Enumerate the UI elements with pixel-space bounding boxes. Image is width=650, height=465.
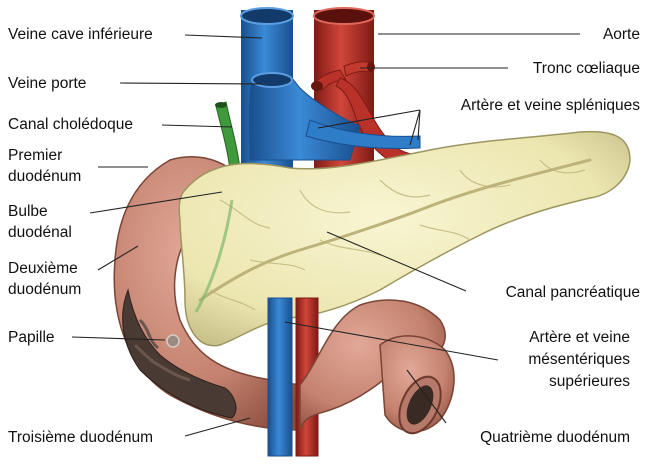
- leader-veine-cave: [184, 34, 263, 39]
- leader-spleniques-1: [317, 109, 421, 129]
- leader-papille: [71, 336, 166, 341]
- leader-deuxieme: [97, 245, 139, 271]
- celiac-branch-opening: [367, 62, 375, 72]
- leader-troisieme: [184, 417, 251, 437]
- celiac-branch: [343, 61, 373, 77]
- leader-canal-pancreatique: [326, 231, 467, 292]
- leader-spleniques-2: [409, 109, 421, 146]
- duodenum-lumen: [122, 288, 237, 419]
- label-veine-porte: Veine porte: [8, 75, 86, 92]
- label-deuxieme-2: duodénum: [8, 281, 81, 298]
- leader-spleniques-3: [417, 109, 421, 141]
- pancreas-texture: [209, 159, 586, 311]
- duodenum-lower: [299, 299, 455, 435]
- leader-mesenteriques: [284, 321, 499, 361]
- papilla: [166, 334, 180, 348]
- duodenum-folds: [133, 318, 191, 382]
- celiac-trunk-opening: [311, 81, 323, 91]
- pancreas: [178, 130, 631, 347]
- label-quatrieme: Quatrième duodénum: [480, 429, 630, 446]
- label-mesenteriques-3: supérieures: [549, 373, 630, 390]
- label-troisieme: Troisième duodénum: [8, 429, 153, 446]
- label-papille: Papille: [8, 329, 55, 346]
- leader-bulbe: [89, 191, 223, 214]
- common-bile-duct-opening: [215, 102, 227, 108]
- portal-vein-opening: [251, 72, 293, 88]
- leader-veine-porte: [119, 82, 263, 85]
- splenic-vein: [305, 119, 421, 149]
- label-veine-cave: Veine cave inférieure: [8, 26, 153, 43]
- labels: Veine cave inférieure Aorte Veine porte …: [8, 26, 640, 446]
- label-premier-duodenum-1: Premier: [8, 147, 62, 164]
- superior-mesenteric-vein: [267, 297, 293, 457]
- label-canal-pancreatique: Canal pancréatique: [506, 284, 640, 301]
- label-bulbe-1: Bulbe: [8, 203, 48, 220]
- label-mesenteriques-1: Artère et veine: [529, 329, 630, 346]
- leader-canal-choledoque: [161, 124, 233, 128]
- label-premier-duodenum-2: duodénum: [8, 168, 81, 185]
- pancreas-body: [178, 130, 631, 347]
- label-mesenteriques-2: mésentériques: [528, 351, 630, 368]
- leader-lines: [71, 33, 580, 437]
- bile-duct-through-head: [194, 199, 234, 313]
- label-arteres-spleniques: Artère et veine spléniques: [461, 97, 640, 114]
- label-canal-choledoque: Canal cholédoque: [8, 116, 133, 133]
- label-deuxieme-1: Deuxième: [8, 260, 78, 277]
- label-bulbe-2: duodénal: [8, 224, 72, 241]
- fourth-duodenum-lumen: [406, 385, 434, 425]
- aorta-opening: [313, 7, 375, 25]
- label-aorte: Aorte: [603, 26, 640, 43]
- inferior-vena-cava-opening: [240, 7, 294, 25]
- leader-quatrieme: [406, 369, 447, 424]
- third-duodenum: [299, 299, 446, 431]
- pancreatic-duct: [198, 158, 592, 302]
- label-tronc-coeliaque: Tronc cœliaque: [533, 60, 640, 77]
